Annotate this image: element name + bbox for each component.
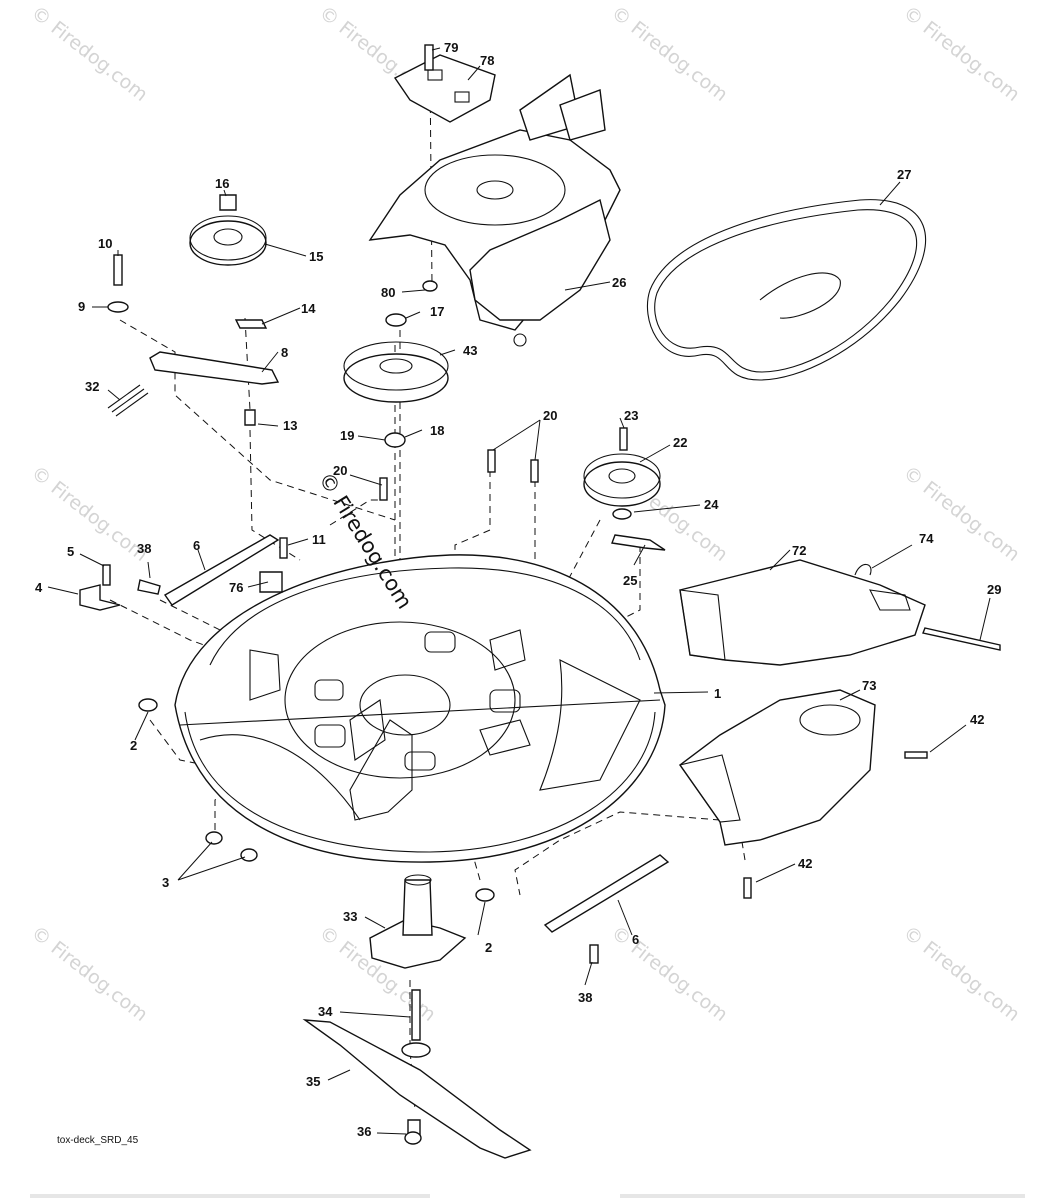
- bolt-icon: [379, 477, 388, 501]
- callout-13: 13: [283, 418, 297, 433]
- bushing-icon: [475, 888, 495, 902]
- callout-73: 73: [862, 678, 876, 693]
- discharge-chute: [679, 559, 926, 666]
- callouts: 1 2 2 3 4 5 6 6 8 9 10 11 13 14 15 16 17…: [35, 40, 1001, 1139]
- mower-deck-housing: [174, 554, 666, 863]
- callout-38: 38: [137, 541, 151, 556]
- side-chute: [679, 689, 876, 846]
- callout-78: 78: [480, 53, 494, 68]
- bolt-icon: [904, 751, 928, 759]
- callout-20: 20: [333, 463, 347, 478]
- callout-3: 3: [162, 875, 169, 890]
- bottom-strip: [30, 1194, 430, 1198]
- drive-belt: [646, 199, 927, 381]
- callout-36: 36: [357, 1124, 371, 1139]
- watermark: © Firedog.com: [27, 2, 152, 106]
- bolt-icon: [424, 44, 434, 71]
- watermark: © Firedog.com: [27, 922, 152, 1026]
- bolt-icon: [102, 564, 111, 586]
- cutting-blade: [302, 1019, 532, 1159]
- callout-6: 6: [632, 932, 639, 947]
- callout-9: 9: [78, 299, 85, 314]
- callout-11: 11: [312, 532, 326, 547]
- watermark: © Firedog.com: [607, 922, 732, 1026]
- shield-plate: [393, 54, 496, 123]
- callout-79: 79: [444, 40, 458, 55]
- callout-25: 25: [623, 573, 637, 588]
- callout-2: 2: [485, 940, 492, 955]
- bolt-icon: [113, 254, 123, 286]
- right-idler-pulley: [583, 453, 666, 551]
- clip-icon: [854, 563, 872, 576]
- callout-10: 10: [98, 236, 112, 251]
- callout-43: 43: [463, 343, 477, 358]
- callout-72: 72: [792, 543, 806, 558]
- callout-17: 17: [430, 304, 444, 319]
- callout-4: 4: [35, 580, 43, 595]
- bolt-icon: [743, 877, 752, 899]
- callout-76: 76: [229, 580, 243, 595]
- callout-42: 42: [798, 856, 812, 871]
- bolt-icon: [279, 537, 288, 559]
- fasteners: [102, 44, 1001, 1145]
- callout-74: 74: [919, 531, 934, 546]
- bolt-icon: [619, 427, 628, 451]
- watermark: © Firedog.com: [899, 2, 1024, 106]
- callout-6: 6: [193, 538, 200, 553]
- callout-35: 35: [306, 1074, 320, 1089]
- callout-42: 42: [970, 712, 984, 727]
- watermark: © Firedog.com: [27, 462, 152, 566]
- callout-27: 27: [897, 167, 911, 182]
- callout-32: 32: [85, 379, 99, 394]
- callout-18: 18: [430, 423, 444, 438]
- callout-34: 34: [318, 1004, 333, 1019]
- bushing-icon: [138, 698, 158, 712]
- watermark: © Firedog.com: [899, 462, 1024, 566]
- bottom-strip: [620, 1194, 1025, 1198]
- deck-brackets: [79, 534, 670, 933]
- callout-22: 22: [673, 435, 687, 450]
- callout-19: 19: [340, 428, 354, 443]
- callout-24: 24: [704, 497, 719, 512]
- callout-8: 8: [281, 345, 288, 360]
- bolt-icon: [404, 1131, 422, 1145]
- callout-14: 14: [301, 301, 316, 316]
- nut-icon: [240, 848, 258, 862]
- pin-icon: [922, 627, 1001, 651]
- watermark: © Firedog.com: [899, 922, 1024, 1026]
- washer-icon: [107, 301, 129, 313]
- drive-cover: [368, 73, 621, 347]
- blade-spindle: [369, 874, 467, 1058]
- leader-lines: [47, 47, 991, 1135]
- callout-5: 5: [67, 544, 74, 559]
- callout-80: 80: [381, 285, 395, 300]
- callout-1: 1: [714, 686, 721, 701]
- nut-icon: [205, 831, 223, 845]
- callout-33: 33: [343, 909, 357, 924]
- watermark: © Firedog.com: [607, 2, 732, 106]
- idler-pulley: [189, 194, 267, 266]
- callout-15: 15: [309, 249, 323, 264]
- callout-26: 26: [612, 275, 626, 290]
- idler-arm: [107, 319, 280, 426]
- bolt-icon: [487, 449, 496, 473]
- nut-icon: [422, 280, 438, 292]
- bolt-icon: [530, 459, 539, 483]
- callout-38: 38: [578, 990, 592, 1005]
- callout-23: 23: [624, 408, 638, 423]
- callout-20: 20: [543, 408, 557, 423]
- bolt-icon: [589, 944, 599, 964]
- callout-2: 2: [130, 738, 137, 753]
- drawing-caption: tox-deck_SRD_45: [57, 1135, 139, 1146]
- callout-29: 29: [987, 582, 1001, 597]
- callout-16: 16: [215, 176, 229, 191]
